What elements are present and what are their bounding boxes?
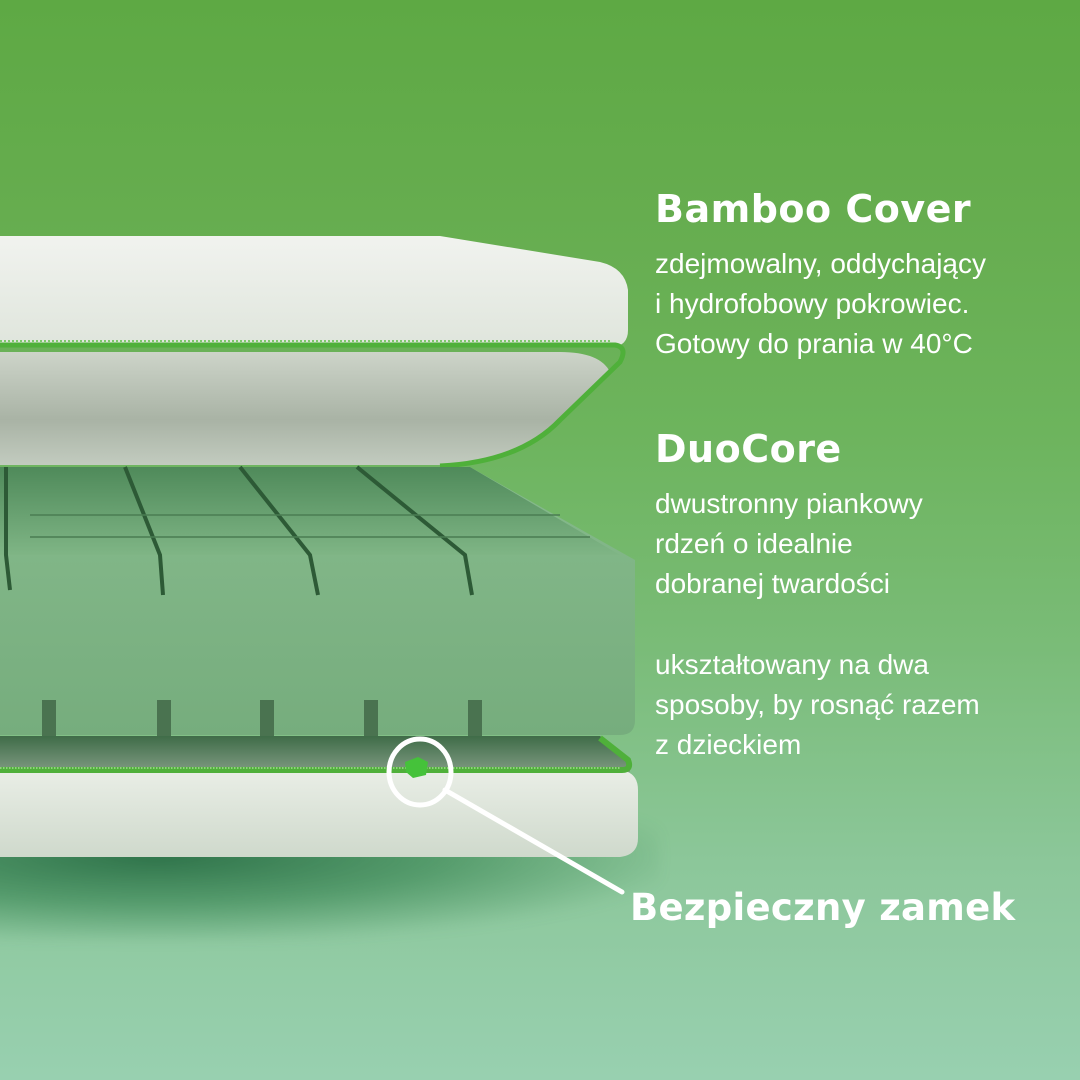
bamboo-cover-title: Bamboo Cover [655,187,972,231]
duocore-foam [0,465,635,736]
description-line: i hydrofobowy pokrowiec. [655,288,970,319]
bamboo-cover-feature: Bamboo Cover zdejmowalny, oddychający i … [655,190,986,364]
bamboo-cover-bottom [0,735,638,857]
safe-zipper-label: Bezpieczny zamek [630,886,1016,929]
bamboo-cover-top [0,236,628,469]
zipper-callout-marker [386,736,625,895]
shaped-description: ukształtowany na dwa sposoby, by rosnąć … [655,645,980,765]
duocore-description: dwustronny piankowy rdzeń o idealnie dob… [655,484,923,604]
bamboo-cover-description: zdejmowalny, oddychający i hydrofobowy p… [655,244,986,364]
description-line: dwustronny piankowy [655,488,923,519]
zipper-pull [405,757,428,778]
description-line: dobranej twardości [655,568,891,599]
description-line: Gotowy do prania w 40°C [655,328,973,359]
description-line: ukształtowany na dwa [655,649,929,680]
description-line: zdejmowalny, oddychający [655,248,986,279]
description-line: rdzeń o idealnie [655,528,853,559]
duocore-title: DuoCore [655,427,842,471]
shaped-feature: ukształtowany na dwa sposoby, by rosnąć … [655,645,980,765]
duocore-feature: DuoCore dwustronny piankowy rdzeń o idea… [655,430,923,604]
description-line: sposoby, by rosnąć razem [655,689,980,720]
description-line: z dzieckiem [655,729,802,760]
